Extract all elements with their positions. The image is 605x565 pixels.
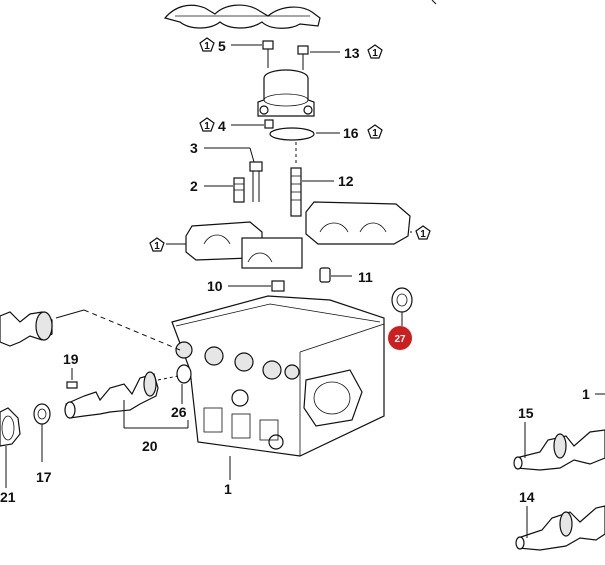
callout-21: 21	[0, 489, 16, 505]
key-19	[66, 381, 78, 389]
pentagon-mark-16: 1	[367, 124, 383, 139]
callout-5: 5	[218, 38, 226, 54]
callout-15: 15	[518, 405, 534, 421]
camshaft-upper-left	[0, 309, 181, 351]
svg-text:1: 1	[420, 229, 426, 240]
thermostat-housing	[257, 69, 315, 117]
pentagon-mark-5: 1	[199, 37, 215, 52]
stud-12	[290, 167, 302, 217]
svg-text:1: 1	[204, 121, 210, 132]
pentagon-mark-cap-right: 1	[415, 225, 431, 240]
callout-27-badge: 27	[388, 326, 412, 350]
bolt-13	[297, 45, 309, 70]
callout-4: 4	[218, 118, 226, 134]
pentagon-mark-13: 1	[367, 44, 383, 59]
callout-16: 16	[343, 125, 359, 141]
pentagon-mark-cap-left: 1	[149, 237, 165, 252]
callout-12: 12	[338, 173, 354, 189]
callout-26: 26	[171, 404, 187, 420]
dash-26	[157, 375, 179, 381]
cylinder-head	[171, 295, 385, 457]
seal-17	[33, 403, 51, 425]
nut-4	[264, 119, 274, 129]
camshaft-14	[515, 505, 605, 551]
bolt-5	[262, 40, 274, 68]
seal-26	[176, 364, 192, 384]
callout-3: 3	[190, 140, 198, 156]
o-ring-16	[269, 127, 315, 141]
sprocket-21	[0, 407, 21, 447]
callout-1-right: 1	[582, 386, 590, 402]
leader-lines	[5, 44, 605, 538]
callout-20: 20	[142, 438, 158, 454]
svg-text:1: 1	[204, 41, 210, 52]
bearing-cap-left	[185, 221, 303, 269]
stud-2	[233, 177, 245, 203]
svg-text:27: 27	[394, 334, 406, 345]
callout-19: 19	[63, 351, 79, 367]
camshaft-20	[64, 371, 159, 419]
dowel-10	[271, 280, 285, 292]
callout-10: 10	[207, 278, 223, 294]
callout-2: 2	[190, 178, 198, 194]
camshaft-15	[513, 429, 605, 471]
bearing-cap-right	[305, 201, 411, 245]
pin-11	[319, 267, 331, 283]
callout-13: 13	[344, 45, 360, 61]
seal-27	[391, 287, 413, 313]
svg-text:1: 1	[154, 241, 160, 252]
valve-cover-gasket	[163, 4, 321, 29]
svg-text:1: 1	[372, 128, 378, 139]
leader-cropped	[431, 0, 437, 5]
svg-text:1: 1	[372, 48, 378, 59]
callout-1: 1	[224, 481, 232, 497]
callout-11: 11	[358, 269, 373, 285]
bolt-3	[249, 161, 263, 202]
callout-17: 17	[36, 469, 52, 485]
callout-14: 14	[519, 489, 535, 505]
pentagon-mark-4: 1	[199, 117, 215, 132]
